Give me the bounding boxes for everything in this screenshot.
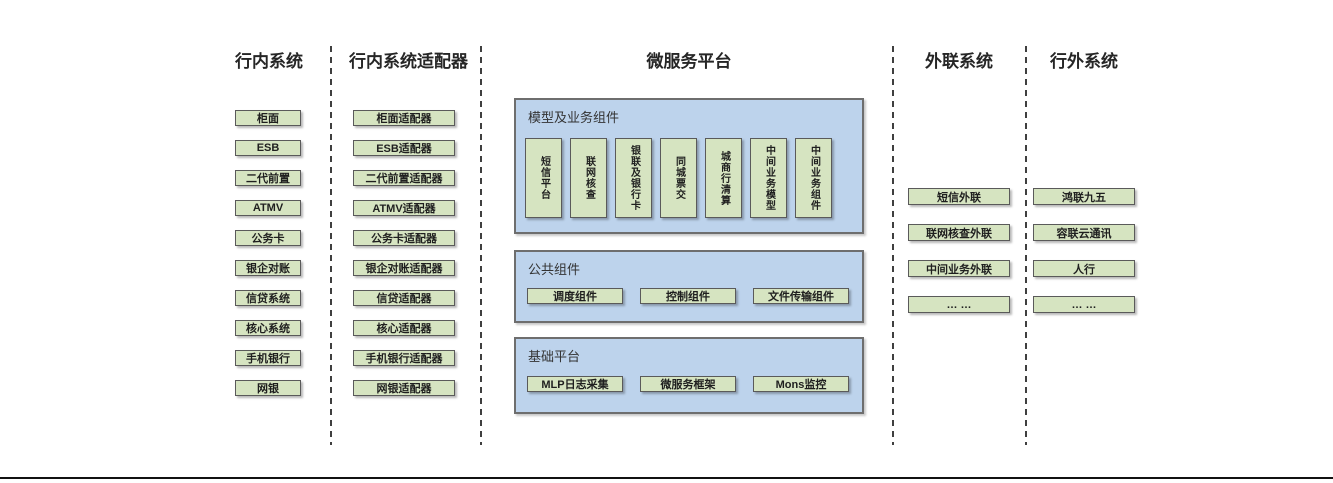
adapter-box: 柜面适配器 bbox=[353, 110, 455, 126]
component-box: 银联及银行卡 bbox=[615, 138, 652, 218]
panel-title: 模型及业务组件 bbox=[528, 110, 620, 125]
system-box: 容联云通讯 bbox=[1033, 224, 1135, 241]
external-systems-list: 鸿联九五容联云通讯人行 … … bbox=[1033, 188, 1135, 313]
column-header-adapters: 行内系统适配器 bbox=[349, 52, 468, 71]
component-box: 控制组件 bbox=[640, 288, 736, 304]
dashed-divider bbox=[480, 46, 482, 445]
system-box: ATMV bbox=[235, 200, 301, 216]
column-header-external: 行外系统 bbox=[1050, 52, 1118, 71]
system-box: 中间业务外联 bbox=[908, 260, 1010, 277]
system-box: 人行 bbox=[1033, 260, 1135, 277]
component-box: 调度组件 bbox=[527, 288, 623, 304]
bottom-rule bbox=[0, 477, 1333, 479]
component-box: 中间业务模型 bbox=[750, 138, 787, 218]
column-header-outlink: 外联系统 bbox=[925, 52, 993, 71]
panel-base-platform: 基础平台 MLP日志采集 微服务框架 Mons监控 bbox=[514, 337, 864, 414]
adapter-box: 银企对账适配器 bbox=[353, 260, 455, 276]
panel-title: 公共组件 bbox=[528, 262, 581, 277]
system-box: 手机银行 bbox=[235, 350, 301, 366]
adapter-box: 网银适配器 bbox=[353, 380, 455, 396]
adapter-box: 公务卡适配器 bbox=[353, 230, 455, 246]
adapter-systems-list: 柜面适配器 ESB适配器二代前置适配器 ATMV适配器公务卡适配器银企对账适配器信贷… bbox=[353, 110, 455, 396]
system-box: … … bbox=[1033, 296, 1135, 313]
system-box: 核心系统 bbox=[235, 320, 301, 336]
system-box: … … bbox=[908, 296, 1010, 313]
system-box: 网银 bbox=[235, 380, 301, 396]
component-box: 同城票交 bbox=[660, 138, 697, 218]
system-box: 银企对账 bbox=[235, 260, 301, 276]
system-box: 柜面 bbox=[235, 110, 301, 126]
system-box: 公务卡 bbox=[235, 230, 301, 246]
panel-model-components: 模型及业务组件 短信平台联网核查银联及银行卡同城票交城商行清算中间业务模型中间业… bbox=[514, 98, 864, 234]
adapter-box: 核心适配器 bbox=[353, 320, 455, 336]
adapter-box: ATMV适配器 bbox=[353, 200, 455, 216]
panel-title: 基础平台 bbox=[528, 349, 581, 364]
adapter-box: 手机银行适配器 bbox=[353, 350, 455, 366]
internal-systems-list: 柜面 ESB 二代前置 ATMV 公务卡银企对账信贷系统核心系统手机银行网银 bbox=[235, 110, 301, 396]
common-components-list: 调度组件 控制组件 文件传输组件 bbox=[527, 288, 849, 304]
dashed-divider bbox=[330, 46, 332, 445]
adapter-box: ESB适配器 bbox=[353, 140, 455, 156]
component-box: 文件传输组件 bbox=[753, 288, 849, 304]
system-box: 鸿联九五 bbox=[1033, 188, 1135, 205]
component-box: 短信平台 bbox=[525, 138, 562, 218]
component-box: MLP日志采集 bbox=[527, 376, 623, 392]
adapter-box: 信贷适配器 bbox=[353, 290, 455, 306]
system-box: ESB bbox=[235, 140, 301, 156]
outlink-systems-list: 短信外联联网核查外联中间业务外联 … … bbox=[908, 188, 1010, 313]
dashed-divider bbox=[1025, 46, 1027, 445]
model-components-list: 短信平台联网核查银联及银行卡同城票交城商行清算中间业务模型中间业务组件 bbox=[525, 138, 832, 218]
dashed-divider bbox=[892, 46, 894, 445]
column-header-internal: 行内系统 bbox=[235, 52, 303, 71]
component-box: 联网核查 bbox=[570, 138, 607, 218]
adapter-box: 二代前置适配器 bbox=[353, 170, 455, 186]
component-box: 城商行清算 bbox=[705, 138, 742, 218]
system-box: 信贷系统 bbox=[235, 290, 301, 306]
column-header-platform: 微服务平台 bbox=[646, 52, 732, 71]
system-box: 二代前置 bbox=[235, 170, 301, 186]
system-box: 短信外联 bbox=[908, 188, 1010, 205]
base-platform-list: MLP日志采集 微服务框架 Mons监控 bbox=[527, 376, 849, 392]
component-box: 中间业务组件 bbox=[795, 138, 832, 218]
panel-common-components: 公共组件 调度组件 控制组件 文件传输组件 bbox=[514, 250, 864, 323]
system-box: 联网核查外联 bbox=[908, 224, 1010, 241]
component-box: 微服务框架 bbox=[640, 376, 736, 392]
component-box: Mons监控 bbox=[753, 376, 849, 392]
